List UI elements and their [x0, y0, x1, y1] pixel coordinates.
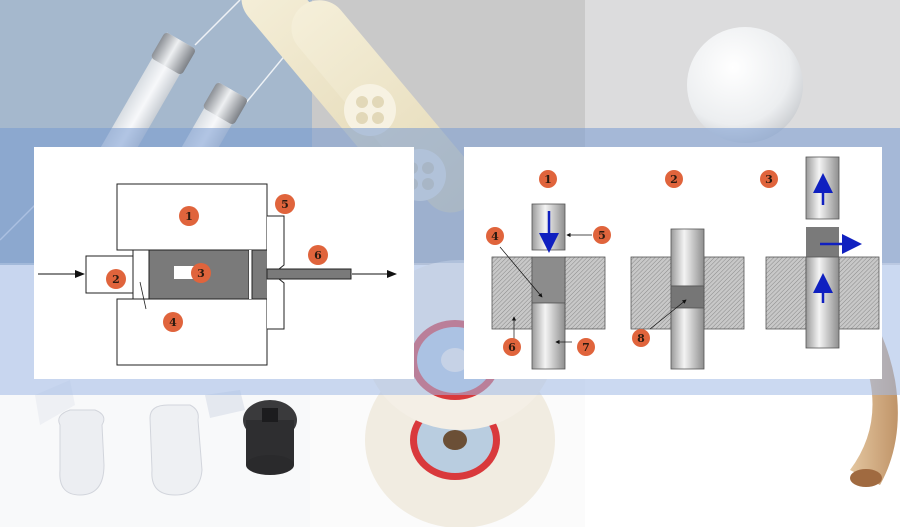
label-badge-1: 1: [179, 206, 199, 226]
stage-3: [765, 156, 880, 349]
upper-punch-2: [670, 228, 705, 287]
svg-text:7: 7: [582, 341, 590, 354]
svg-text:4: 4: [169, 316, 177, 329]
lower-punch-3: [805, 256, 840, 349]
part-badge-6: 6: [503, 338, 521, 356]
label-badge-6: 6: [308, 245, 328, 265]
stage-2: [630, 228, 745, 370]
part-badge-4: 4: [486, 227, 504, 245]
ejected-compact: [806, 227, 839, 257]
die-right-1: [564, 256, 606, 330]
label-badge-3: 3: [191, 263, 211, 283]
part-badge-5: 5: [593, 226, 611, 244]
part-badge-8: 8: [632, 329, 650, 347]
stage-badge-2: 2: [665, 170, 683, 188]
lower-die-block: [116, 298, 268, 366]
svg-text:3: 3: [765, 173, 773, 186]
label-badge-5: 5: [275, 194, 295, 214]
pressure-pad: [132, 249, 150, 300]
label-badge-4: 4: [163, 312, 183, 332]
extrudate: [266, 268, 352, 280]
black-nozzle: [243, 400, 297, 475]
svg-text:5: 5: [281, 198, 289, 211]
powder-fill: [531, 256, 566, 304]
svg-text:2: 2: [670, 173, 678, 186]
svg-text:8: 8: [637, 332, 645, 345]
extrusion-diagram-panel: 1 2 3 4 5 6: [34, 147, 414, 379]
compact: [670, 285, 705, 309]
svg-text:5: 5: [598, 229, 606, 242]
part-badge-7: 7: [577, 338, 595, 356]
stage-badge-1: 1: [539, 170, 557, 188]
svg-text:6: 6: [508, 341, 516, 354]
svg-text:1: 1: [544, 173, 552, 186]
lower-punch-1: [531, 302, 566, 370]
extrusion-diagram: 1 2 3 4 5 6: [38, 183, 397, 366]
svg-text:2: 2: [112, 273, 120, 286]
lower-punch-2: [670, 307, 705, 370]
svg-text:3: 3: [197, 267, 205, 280]
svg-text:6: 6: [314, 249, 322, 262]
stage-badge-3: 3: [760, 170, 778, 188]
extrusion-die: [267, 215, 285, 270]
pressing-diagram-panel: 1 2 3 4 5 6 7 8: [464, 147, 882, 379]
pressing-diagram: 1 2 3 4 5 6 7 8: [486, 156, 880, 370]
svg-text:4: 4: [491, 230, 499, 243]
die-left-1: [491, 256, 533, 330]
stage-1: [491, 203, 606, 370]
label-badge-2: 2: [106, 269, 126, 289]
svg-text:1: 1: [185, 210, 193, 223]
